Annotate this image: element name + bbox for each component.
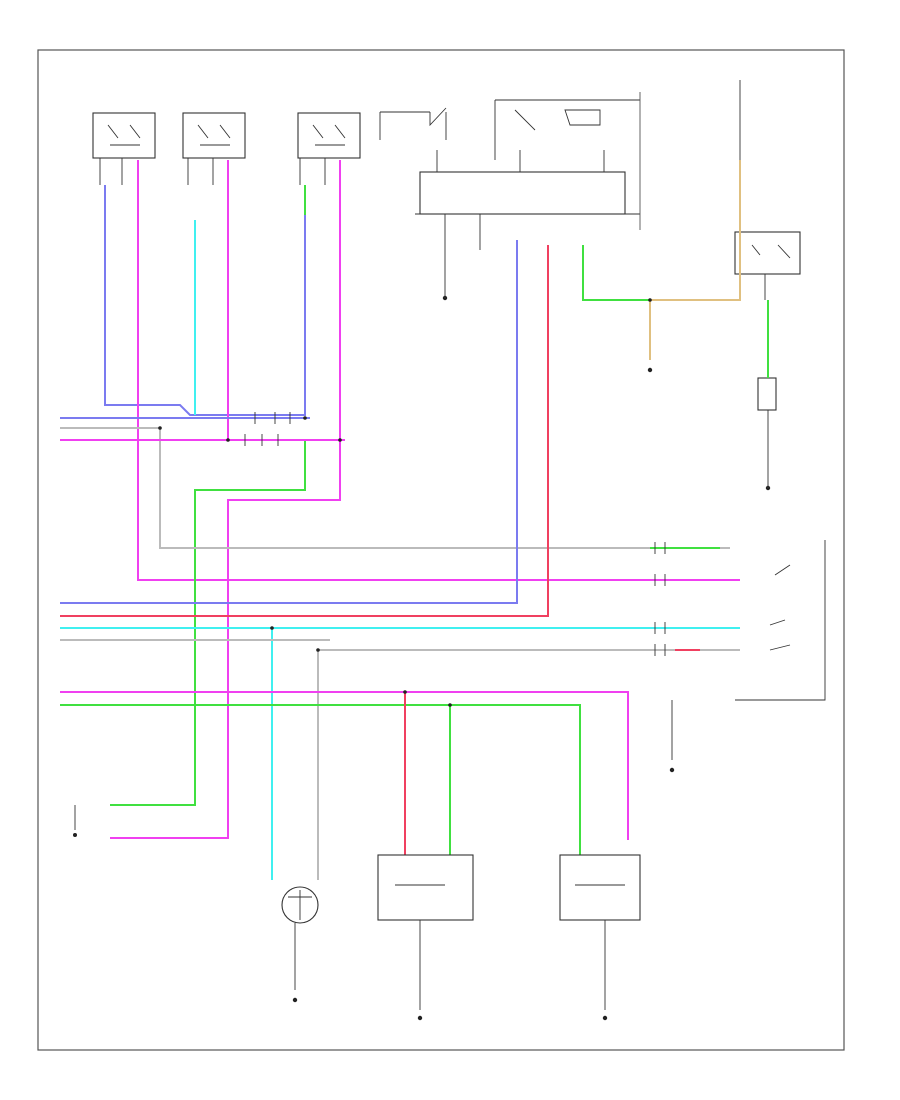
diagram-frame [37,49,845,1051]
relay-2 [182,112,246,185]
connector-ticks [244,412,666,656]
lower-module-right [559,854,641,1021]
wire-green-2 [110,440,306,806]
control-unit [379,99,640,301]
wire-green-3 [582,245,650,301]
wire-violet-2 [60,240,518,604]
wire-red-1 [60,245,549,617]
right-sensor [757,377,777,491]
ground-point [647,367,653,373]
bus-pink-lower [60,691,629,840]
bus-gray-2 [60,639,740,651]
wire-pink-3 [110,160,341,839]
right-relay [734,80,801,300]
bus-green-lower [60,704,581,855]
round-switch [281,886,319,1003]
relay-1 [92,112,156,185]
bus-gray-1 [60,427,730,549]
wire-pink-1 [137,160,740,581]
left-ground [73,805,77,837]
lower-module-center [377,854,474,1021]
junctions [158,298,652,707]
wire-tan-1 [650,160,741,301]
switch-assembly [669,540,826,773]
relay-3 [297,112,361,185]
wire-violet-1 [104,185,306,416]
